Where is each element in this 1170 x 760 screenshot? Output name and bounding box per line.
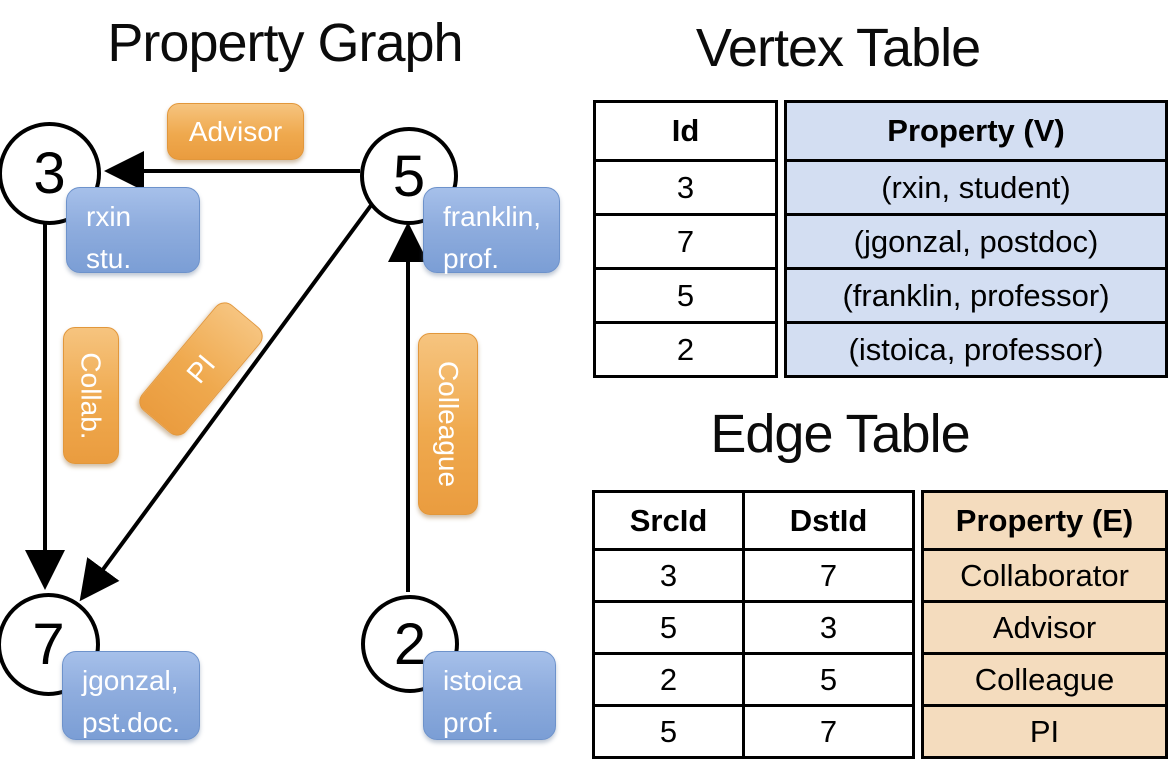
graph-node-2: 2	[361, 595, 459, 693]
vertex-property-line: jgonzal,	[82, 665, 179, 696]
table-cell: PI	[924, 704, 1165, 756]
table-cell: 5	[595, 704, 742, 756]
vertex-property-line: pst.doc.	[82, 707, 181, 738]
edge-table-property-column: Property (E) Collaborator Advisor Collea…	[921, 490, 1168, 759]
table-cell: (rxin, student)	[787, 159, 1165, 213]
table-cell: 3	[595, 548, 742, 600]
vertex-property-box-7: jgonzal, pst.doc.	[62, 651, 200, 740]
column-header-property-v: Property (V)	[887, 113, 1065, 148]
edge-label-colleague: Colleague	[418, 333, 478, 515]
vertex-table-id-column: Id 3 7 5 2	[593, 100, 778, 378]
vertex-property-line: istoica	[443, 665, 523, 696]
edge-table-title: Edge Table	[710, 404, 970, 464]
graph-edges-svg	[25, 151, 428, 602]
edge-label-text: Collab.	[76, 351, 108, 440]
column-header-dstid: DstId	[742, 493, 912, 548]
vertex-property-box-2: istoica prof.	[423, 651, 556, 740]
edge-pi-line	[79, 202, 374, 602]
table-cell: 5	[596, 267, 775, 321]
table-cell: 2	[596, 321, 775, 375]
vertex-property-line: stu.	[86, 243, 132, 274]
edge-label-collab: Collab.	[63, 327, 119, 464]
table-cell: 7	[742, 548, 912, 600]
edge-label-text: Advisor	[188, 115, 283, 147]
edge-label-text: PI	[180, 348, 221, 389]
node-id: 5	[392, 143, 426, 209]
table-cell: 7	[742, 704, 912, 756]
table-cell: (jgonzal, postdoc)	[787, 213, 1165, 267]
node-id: 2	[393, 611, 427, 677]
vertex-table-title: Vertex Table	[695, 18, 981, 78]
table-cell: 3	[596, 159, 775, 213]
column-header-property-e: Property (E)	[955, 502, 1134, 538]
vertex-table-property-column: Property (V) (rxin, student) (jgonzal, p…	[784, 100, 1168, 378]
edge-label-text: Colleague	[433, 360, 465, 488]
graph-node-5: 5	[360, 127, 458, 225]
node-id: 3	[33, 141, 66, 206]
vertex-property-line: prof.	[443, 243, 500, 274]
table-cell: (franklin, professor)	[787, 267, 1165, 321]
column-header-srcid: SrcId	[629, 502, 708, 538]
table-cell: Colleague	[924, 652, 1165, 704]
edge-label-advisor: Advisor	[167, 103, 304, 160]
vertex-property-line: prof.	[443, 707, 500, 738]
table-cell: Collaborator	[924, 548, 1165, 600]
table-cell: Advisor	[924, 600, 1165, 652]
table-cell: 3	[742, 600, 912, 652]
node-id: 7	[32, 612, 65, 677]
property-graph-title: Property Graph	[107, 13, 463, 73]
table-cell: 2	[595, 652, 742, 704]
table-cell: 5	[595, 600, 742, 652]
table-cell: (istoica, professor)	[787, 321, 1165, 375]
vertex-property-line: rxin	[86, 201, 132, 232]
edge-table-id-columns: SrcId DstId 3 7 5 3 2 5 5 7	[592, 490, 915, 759]
table-cell: 7	[596, 213, 775, 267]
table-cell: 5	[742, 652, 912, 704]
vertex-property-box-5: franklin, prof.	[423, 187, 560, 274]
vertex-property-box-3: rxin stu.	[66, 187, 200, 274]
vertex-property-line: franklin,	[443, 201, 542, 232]
column-header-id: Id	[671, 113, 700, 148]
